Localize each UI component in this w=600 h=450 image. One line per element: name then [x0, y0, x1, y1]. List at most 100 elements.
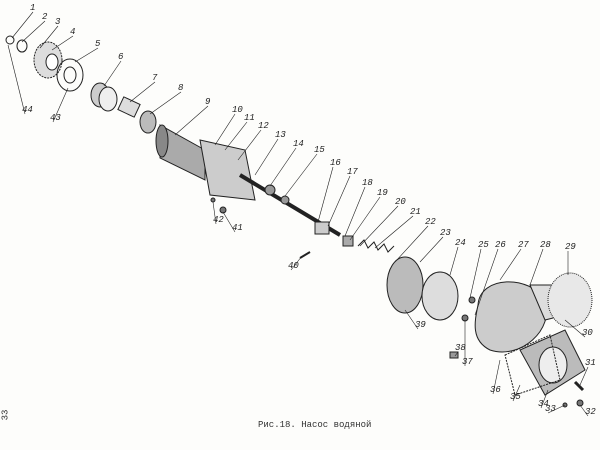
leader-line	[349, 196, 381, 241]
part-label-4: 4	[70, 27, 75, 37]
leader-line	[454, 351, 459, 357]
part-label-11: 11	[244, 113, 255, 123]
bushing-part	[342, 235, 354, 247]
spring-part	[357, 239, 395, 253]
part-label-43: 43	[50, 113, 61, 123]
part-label-32: 32	[585, 407, 596, 417]
part-label-37: 37	[462, 357, 473, 367]
leader-line	[547, 404, 566, 414]
washer-part	[16, 39, 28, 53]
volute-housing-part	[474, 281, 548, 353]
leader-line	[359, 205, 399, 247]
part-label-5: 5	[95, 39, 101, 49]
spacer-part	[117, 96, 141, 118]
gear-hub	[45, 53, 59, 71]
leader-line	[540, 389, 549, 409]
part-label-14: 14	[293, 139, 304, 149]
part-label-7: 7	[152, 73, 158, 83]
leader-line	[237, 129, 262, 161]
leader-line	[419, 236, 444, 263]
leader-line	[269, 147, 297, 187]
part-label-36: 36	[490, 385, 501, 395]
leader-line	[214, 113, 236, 146]
part-label-42: 42	[213, 215, 224, 225]
nut-part	[5, 35, 15, 45]
leader-line	[404, 309, 419, 330]
leader-line	[212, 201, 217, 225]
part-label-18: 18	[362, 178, 373, 188]
leader-line	[52, 87, 69, 123]
part-label-8: 8	[178, 83, 184, 93]
leader-line	[290, 255, 303, 271]
leader-line	[174, 105, 209, 136]
leader-line	[224, 121, 248, 151]
leader-line	[7, 44, 26, 115]
leader-line	[74, 47, 99, 63]
pump-parts	[5, 35, 593, 408]
page-number: 33	[0, 409, 11, 421]
leader-line	[344, 186, 366, 237]
part-label-35: 35	[510, 392, 521, 402]
part-label-21: 21	[410, 207, 421, 217]
part-label-28: 28	[540, 240, 551, 250]
part-label-38: 38	[455, 343, 466, 353]
part-label-31: 31	[585, 358, 596, 368]
part-label-19: 19	[377, 188, 388, 198]
part-label-16: 16	[330, 158, 341, 168]
leader-line	[492, 359, 501, 395]
leader-line	[564, 319, 586, 338]
part-label-10: 10	[232, 105, 243, 115]
leader-line	[51, 35, 74, 51]
part-label-24: 24	[455, 238, 466, 248]
part-label-41: 41	[232, 223, 243, 233]
part-label-27: 27	[518, 240, 529, 250]
part-label-2: 2	[42, 12, 48, 22]
part-label-40: 40	[288, 261, 299, 271]
part-label-13: 13	[275, 130, 286, 140]
flange-ring-part	[56, 58, 84, 92]
leader-line	[149, 91, 182, 115]
part-label-3: 3	[55, 17, 61, 27]
gasket-part	[547, 272, 593, 328]
impeller-cover-part	[386, 256, 424, 314]
leader-line	[317, 166, 334, 223]
part-label-12: 12	[258, 121, 269, 131]
leader-line	[512, 384, 521, 402]
leader-line	[21, 20, 46, 43]
part-label-15: 15	[314, 145, 325, 155]
leader-line	[284, 153, 318, 197]
leader-line	[474, 248, 499, 316]
part-label-25: 25	[478, 240, 489, 250]
leader-line	[499, 248, 522, 281]
bearing-part-2	[139, 110, 157, 134]
leader-line	[579, 404, 589, 417]
part-label-26: 26	[495, 240, 506, 250]
part-label-30: 30	[582, 328, 593, 338]
leader-line	[11, 11, 34, 39]
housing-flange	[199, 139, 256, 201]
part-label-1: 1	[30, 3, 35, 13]
seal-part	[314, 221, 330, 235]
part-label-34: 34	[538, 399, 549, 409]
leader-line	[394, 225, 429, 263]
part-label-20: 20	[395, 197, 406, 207]
part-label-29: 29	[565, 242, 576, 252]
leader-line	[222, 211, 236, 233]
part-label-44: 44	[22, 105, 33, 115]
leader-line	[39, 25, 59, 49]
leader-line	[374, 215, 414, 249]
part-label-23: 23	[440, 228, 451, 238]
leader-line	[103, 60, 122, 87]
leader-line	[469, 248, 482, 299]
leader-line	[129, 81, 156, 103]
part-label-39: 39	[415, 320, 426, 330]
part-label-17: 17	[347, 167, 358, 177]
leader-line	[579, 366, 589, 386]
part-label-9: 9	[205, 97, 211, 107]
leader-line	[529, 248, 544, 286]
end-gasket-part	[504, 334, 561, 396]
leader-line	[449, 246, 459, 276]
